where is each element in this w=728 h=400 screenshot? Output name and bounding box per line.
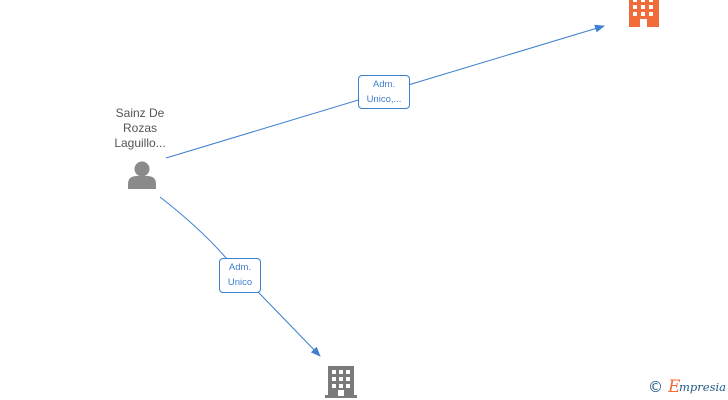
svg-text:E: E bbox=[668, 378, 681, 396]
person-name-line: Rozas bbox=[122, 121, 157, 135]
person-name-label[interactable]: Sainz De Rozas Laguillo... bbox=[100, 106, 180, 151]
building-icon[interactable] bbox=[629, 0, 659, 27]
person-name-line: Sainz De bbox=[115, 106, 165, 120]
person-icon[interactable] bbox=[128, 161, 156, 190]
svg-text:mpresia: mpresia bbox=[679, 380, 726, 394]
relation-label-line: Adm. bbox=[372, 79, 396, 90]
relation-label-line: Unico bbox=[227, 277, 253, 288]
empresia-watermark: © E mpresia bbox=[648, 378, 726, 396]
relation-label-line: Unico,... bbox=[366, 94, 402, 105]
copyright-icon: © bbox=[648, 377, 663, 396]
relation-label-line: Adm. bbox=[228, 262, 252, 273]
person-name-line: Laguillo... bbox=[114, 136, 166, 150]
relation-label-2[interactable]: Adm. Unico bbox=[219, 258, 261, 293]
empresia-logo: E mpresia bbox=[668, 378, 726, 396]
building-icon[interactable] bbox=[325, 366, 357, 398]
relation-label-1[interactable]: Adm. Unico,... bbox=[358, 75, 410, 109]
